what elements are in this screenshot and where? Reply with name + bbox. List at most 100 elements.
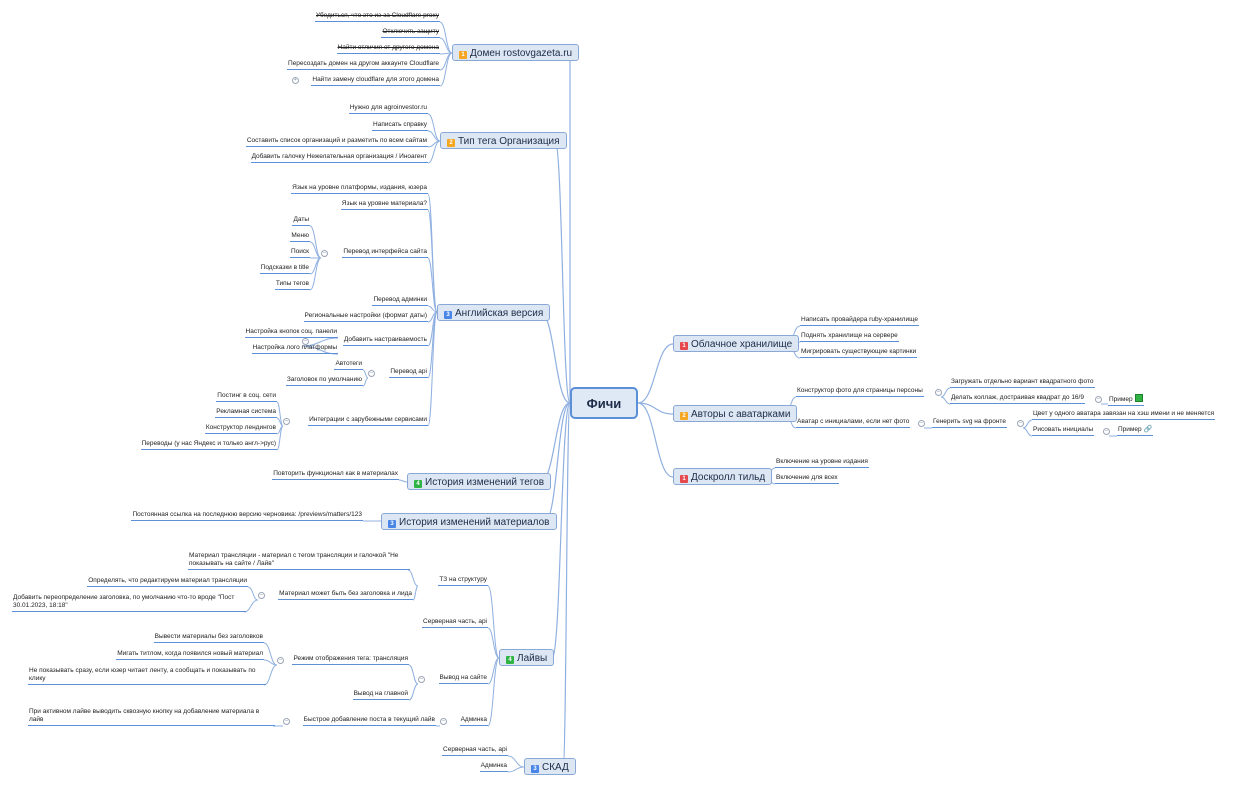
leaf-item[interactable]: Мигать титлом, когда появился новый мате… [116, 650, 264, 660]
leaf-item[interactable]: Настройка кнопок соц. панели [244, 328, 338, 338]
leaf-item[interactable]: Админка [459, 716, 488, 726]
leaf-item[interactable]: Включение для всех [775, 474, 839, 484]
leaf-item[interactable]: Убедиться, что это из-за Cloudflare prox… [315, 12, 440, 22]
leaf-item[interactable]: Меню [290, 232, 310, 242]
leaf-item[interactable]: ТЗ на структуру [438, 576, 488, 586]
collapse-icon[interactable]: – [1095, 396, 1102, 403]
leaf-item[interactable]: Перевод api [389, 368, 428, 378]
leaf-example[interactable]: Пример [1108, 394, 1144, 406]
collapse-icon[interactable]: – [1103, 428, 1110, 435]
leaf-item[interactable]: Добавить галочку Нежелательная организац… [250, 153, 428, 163]
collapse-icon[interactable]: – [283, 718, 290, 725]
leaf-item[interactable]: Написать провайдера ruby-хранилище [800, 316, 919, 326]
leaf-item[interactable]: Подсказки в title [259, 264, 310, 274]
priority-badge: 3 [444, 311, 452, 319]
collapse-icon[interactable]: – [283, 418, 290, 425]
connector [507, 766, 525, 773]
collapse-icon[interactable]: – [277, 657, 284, 664]
leaf-item[interactable]: Серверная часть, api [442, 746, 508, 756]
collapse-icon[interactable]: – [935, 389, 942, 396]
leaf-item[interactable]: Настройка лого платформы [251, 344, 338, 354]
leaf-item[interactable]: Типы тегов [274, 280, 310, 290]
leaf-item[interactable]: Добавить настраиваемость [342, 336, 428, 346]
leaf-item[interactable]: Язык на уровне материала? [340, 200, 428, 210]
connector [309, 225, 322, 259]
leaf-item[interactable]: Перевод интерфейса сайта [342, 248, 428, 258]
leaf-item[interactable]: Отключить защиту [381, 28, 440, 38]
leaf-item[interactable]: Рекламная система [215, 408, 277, 418]
leaf-item[interactable]: Режим отображения тега: трансляция [292, 655, 409, 665]
leaf-item[interactable]: Делать коллаж, достраивая квадрат до 16/… [950, 394, 1085, 404]
collapse-icon[interactable]: – [1017, 420, 1024, 427]
leaf-item[interactable]: Генерить svg на фронте [932, 418, 1007, 428]
collapse-icon[interactable]: – [368, 370, 375, 377]
connector [439, 52, 453, 87]
leaf-item[interactable]: Определять, что редактируем материал тра… [87, 577, 248, 587]
leaf-item[interactable]: Конструктор лендингов [204, 424, 277, 434]
collapse-icon[interactable]: – [440, 718, 447, 725]
leaf-item[interactable]: Перевод админки [372, 296, 428, 306]
leaf-item[interactable]: Поднять хранилище на сервере [800, 332, 899, 342]
leaf-item[interactable]: Нужно для agroinvestor.ru [348, 104, 428, 114]
leaf-item[interactable]: Не показывать сразу, если юзер читает ле… [28, 667, 266, 685]
leaf-item[interactable]: Рисовать инициалы [1032, 426, 1095, 436]
leaf-item[interactable]: Повторить функционал как в материалах [272, 470, 399, 480]
leaf-item[interactable]: Цвет у одного аватара завязан на хэш име… [1032, 410, 1216, 420]
collapse-icon[interactable]: – [418, 676, 425, 683]
collapse-icon[interactable]: – [258, 592, 265, 599]
leaf-item[interactable]: Вывод на сайте [438, 674, 488, 684]
leaf-item[interactable]: Пересоздать домен на другом аккаунте Clo… [286, 60, 440, 70]
leaf-item[interactable]: Заголовок по умолчанию [285, 376, 363, 386]
leaf-item[interactable]: Серверная часть, api [422, 618, 488, 628]
leaf-item[interactable]: Вывести материалы без заголовков [153, 633, 264, 643]
leaf-item[interactable]: Переводы (у нас Яндекс и только англ->ру… [140, 440, 277, 450]
leaf-item[interactable]: Постоянная ссылка на последнюю версию че… [131, 511, 363, 521]
leaf-example[interactable]: Пример🔗 [1117, 426, 1154, 436]
expand-icon[interactable]: + [292, 77, 299, 84]
leaf-item[interactable]: Поиск [289, 248, 310, 258]
connector [539, 402, 571, 483]
connector [408, 683, 419, 701]
root-node[interactable]: Фичи [570, 387, 638, 419]
leaf-item[interactable]: Аватар с инициалами, если нет фото [796, 418, 911, 428]
leaf-item[interactable]: Интеграции с зарубежными сервисами [308, 416, 428, 426]
leaf-item[interactable]: Постинг в соц. сети [216, 392, 277, 402]
leaf-item[interactable]: Админка [479, 762, 508, 772]
collapse-icon[interactable]: – [302, 338, 309, 345]
leaf-item[interactable]: Быстрое добавление поста в текущий лайв [302, 716, 436, 726]
leaf-item[interactable]: Добавить переопределение заголовка, по у… [12, 594, 246, 612]
leaf-item[interactable]: Материал трансляции - материал с тегом т… [188, 552, 410, 570]
connector [243, 599, 259, 613]
example-label: Пример [1109, 396, 1133, 403]
leaf-item[interactable]: Составить список организаций и разметить… [245, 137, 428, 147]
leaf-item[interactable]: Автотеги [334, 360, 363, 370]
leaf-item[interactable]: Даты [292, 216, 310, 226]
leaf-item[interactable]: Региональные настройки (формат даты) [303, 312, 428, 322]
branch-label: Доскролл тильд [691, 472, 766, 483]
leaf-item[interactable]: При активном лайве выводить сквозную кно… [28, 708, 275, 726]
example-label: Пример [1118, 426, 1142, 433]
leaf-item[interactable]: Включение на уровне издания [775, 458, 869, 468]
connector [940, 396, 951, 405]
leaf-item[interactable]: Вывод на главной [352, 690, 409, 700]
collapse-icon[interactable]: – [918, 420, 925, 427]
collapse-icon[interactable]: – [321, 250, 328, 257]
leaf-item[interactable]: Мигрировать существующие картинки [800, 348, 918, 358]
leaf-item[interactable]: Написать справку [372, 121, 428, 131]
leaf-item[interactable]: Материал может быть без заголовка и лида [278, 590, 413, 600]
leaf-item[interactable]: Загружать отдельно вариант квадратного ф… [950, 378, 1095, 388]
leaf-item[interactable]: Найти замену cloudflare для этого домена [311, 76, 440, 86]
leaf-item[interactable]: Конструктор фото для страницы персоны [796, 387, 924, 397]
leaf-item[interactable]: Язык на уровне платформы, издания, юзера [291, 184, 428, 194]
leaf-item[interactable]: Найти отличия от другого домена [336, 44, 440, 54]
